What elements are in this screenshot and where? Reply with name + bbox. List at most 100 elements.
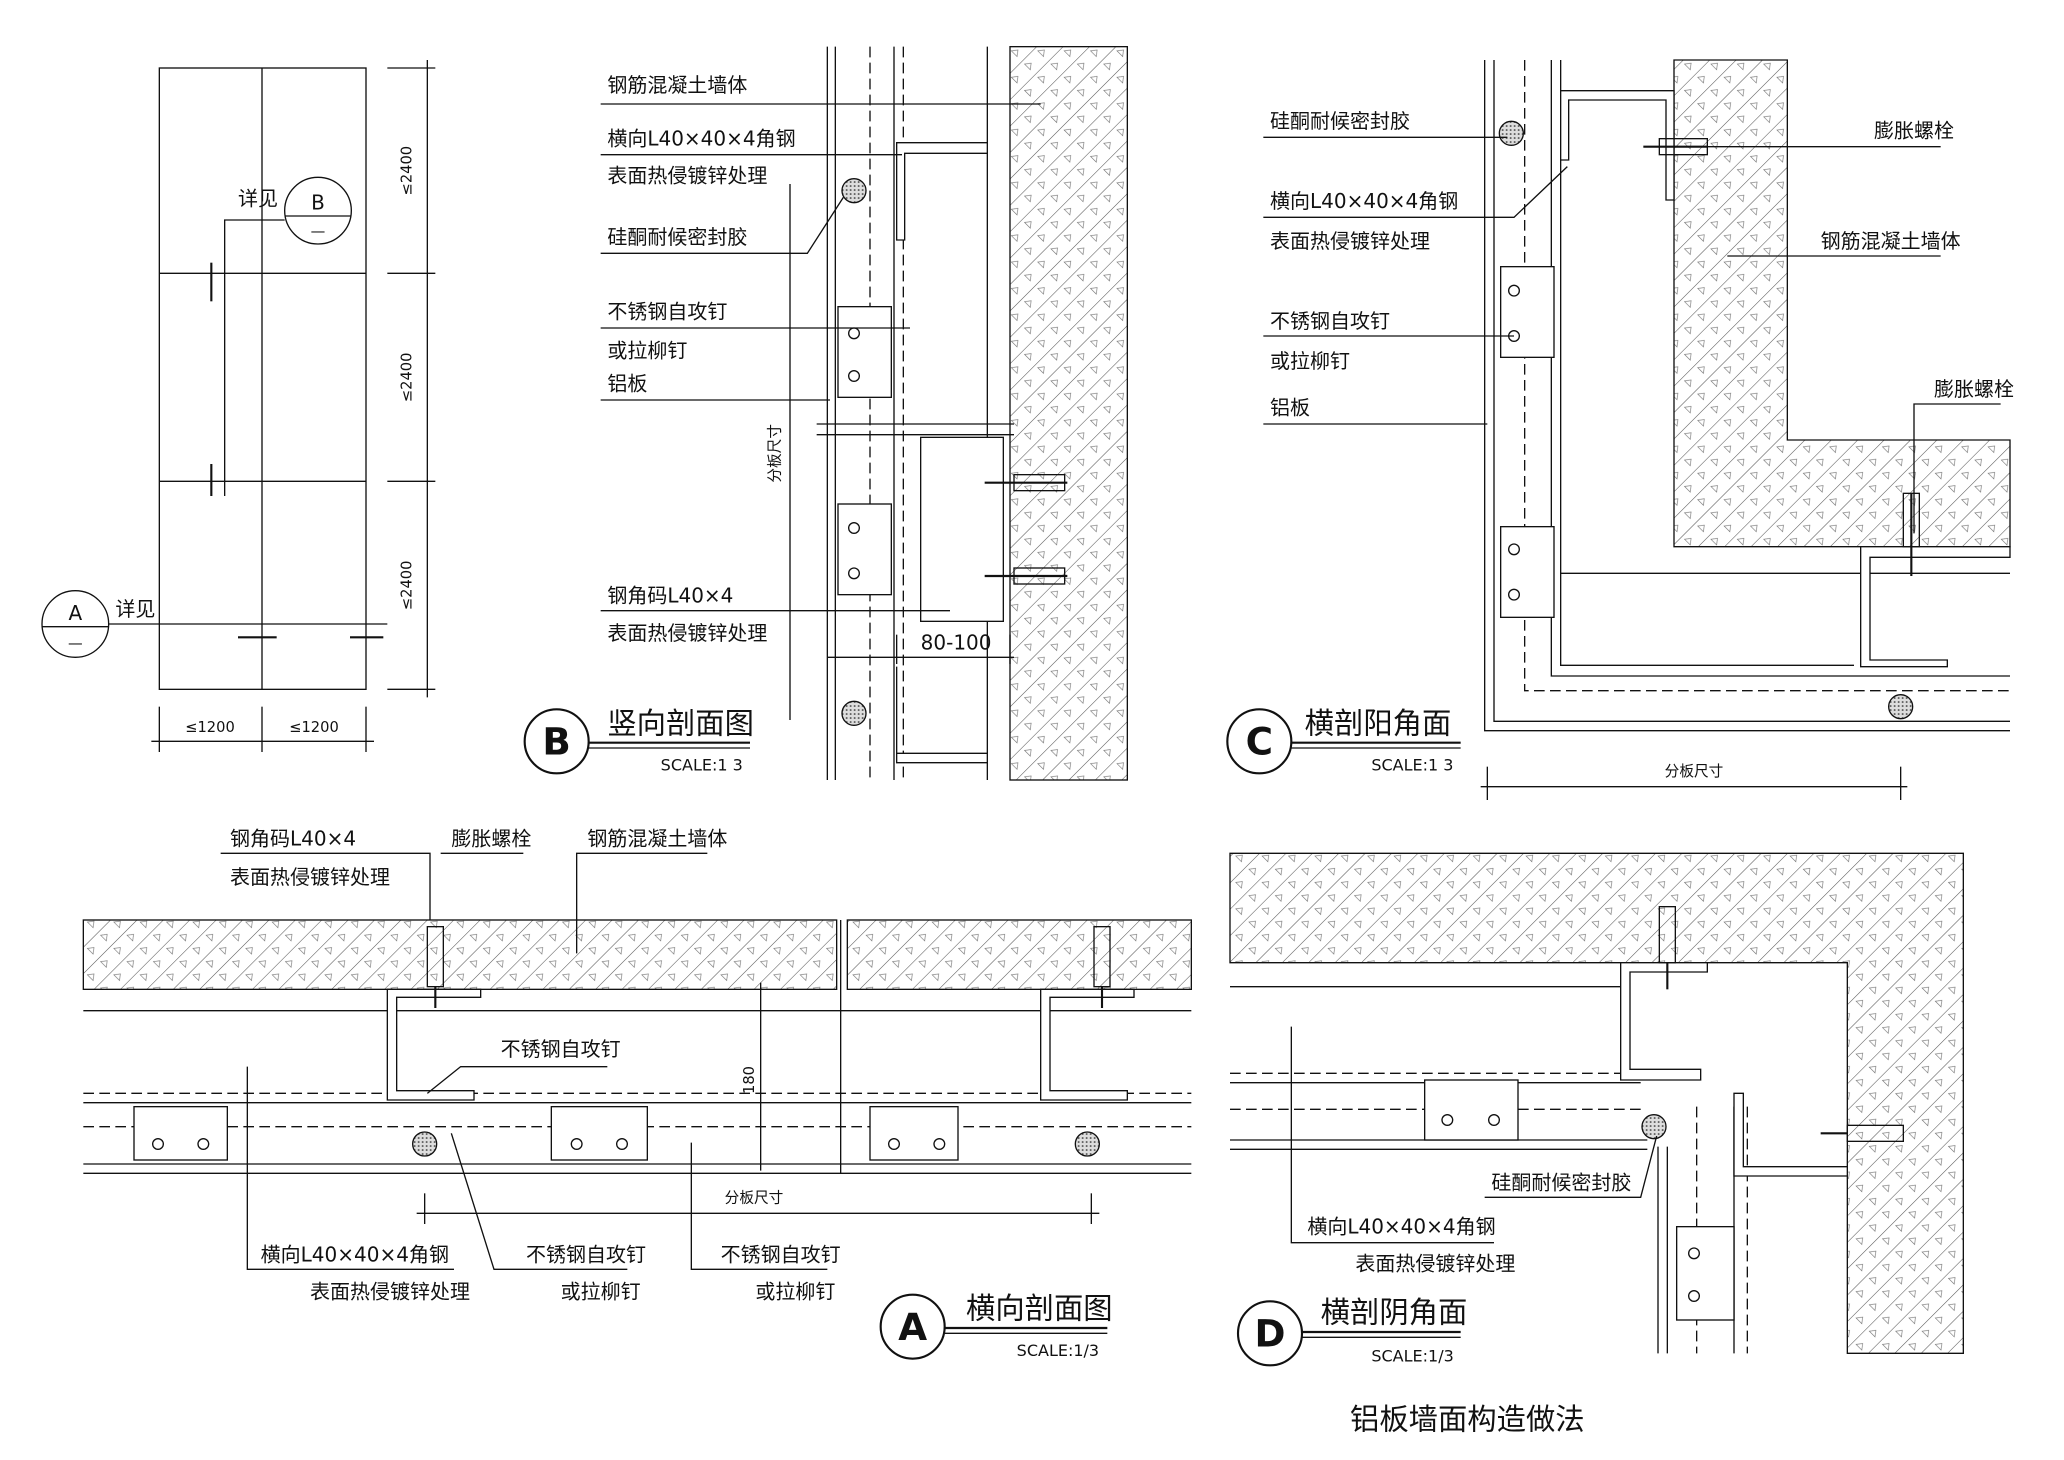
label-rivet-2: 或拉柳钉 [755,1280,835,1304]
detail-callout-b[interactable]: B — 详见 [210,176,352,496]
elevation-view: ≤2400 ≤2400 ≤2400 ≤1200 ≤1200 B — 详见 [41,60,436,752]
expansion-bolt [1902,492,1920,576]
label-bracket: 钢角码L40×4 [607,584,733,608]
label-sealant: 硅酮耐候密封胶 [1270,109,1410,133]
section-title: 横剖阳角面 [1305,706,1452,740]
label-screw-1: 不锈钢自攻钉 [526,1242,646,1266]
section-c-outer-corner: 分板尺寸 硅酮耐候密封胶 横向L40×40×4角钢 表面热侵镀锌处理 不锈钢自攻… [1226,59,2014,800]
title-letter: B [542,720,570,764]
scale-text: SCALE:1 3 [1371,756,1453,775]
steel-bracket [386,988,482,1101]
detail-callout-a[interactable]: A — 详见 [41,590,388,658]
callout-b-letter: B [311,190,325,214]
scale-text: SCALE:1 3 [661,756,743,775]
sealant-joint [1498,120,1524,146]
label-rivet-1: 或拉柳钉 [561,1280,641,1304]
label-sealant: 硅酮耐候密封胶 [1491,1170,1631,1194]
height-dim-3: ≤2400 [398,561,415,611]
title-letter: C [1246,720,1273,764]
width-dim-1: ≤1200 [185,719,235,736]
title-letter: A [898,1305,927,1349]
callout-a-text: 详见 [115,597,155,621]
label-bolt-2: 膨胀螺栓 [1934,377,2014,401]
expansion-bolt [1658,906,1676,990]
label-bracket: 钢角码L40×4 [230,826,356,850]
clip-plate [1500,266,1555,358]
sealant-joint [412,1131,438,1157]
clip-plate [869,1106,959,1161]
steel-angle-lower [895,666,988,764]
sheet-title: 铝板墙面构造做法 [1350,1402,1585,1436]
label-wall: 钢筋混凝土墙体 [607,73,747,97]
label-angle: 横向L40×40×4角钢 [1307,1214,1495,1238]
expansion-bolt [984,473,1068,492]
section-a-horizontal: 180 分板尺寸 钢角码L40×4 表面热侵镀锌处理 膨胀螺栓 钢筋混凝土墙体 … [82,826,1192,1360]
dim-panel-size: 分板尺寸 [765,424,783,483]
concrete-wall [1673,59,2011,548]
steel-angle-lower [1860,546,2011,668]
label-screw-top: 不锈钢自攻钉 [501,1037,621,1061]
callout-a-letter: A [68,601,82,625]
steel-bracket [1040,988,1135,1101]
concrete-wall [82,919,838,990]
dim-depth: 180 [741,1066,758,1094]
title-block-c: C 横剖阳角面 SCALE:1 3 [1226,706,1461,775]
label-galv: 表面热侵镀锌处理 [310,1280,470,1304]
steel-angle [1560,90,1675,201]
clip-plate [1676,1226,1735,1321]
label-sealant: 硅酮耐候密封胶 [607,225,747,249]
dim-panel-size: 分板尺寸 [1665,762,1724,780]
clip-plate [133,1106,228,1161]
label-angle: 横向L40×40×4角钢 [1270,189,1458,213]
height-dim-2: ≤2400 [398,353,415,403]
steel-angle [1620,962,1708,1081]
clip-plate [550,1106,648,1161]
clip-plate [837,306,892,398]
scale-text: SCALE:1/3 [1017,1341,1099,1360]
clip-plate [1500,526,1555,618]
title-block-d: D 横剖阴角面 SCALE:1/3 [1236,1296,1468,1367]
sealant-joint [841,178,867,204]
label-rivet: 或拉柳钉 [1270,349,1350,373]
label-screw: 不锈钢自攻钉 [1270,309,1390,333]
label-bolt-1: 膨胀螺栓 [1874,118,1954,142]
label-angle: 横向L40×40×4角钢 [261,1242,449,1266]
section-title: 横向剖面图 [966,1292,1113,1326]
scale-text: SCALE:1/3 [1371,1346,1453,1365]
label-bolt: 膨胀螺栓 [451,826,531,850]
section-title: 横剖阴角面 [1321,1296,1468,1330]
dim-gap: 80-100 [921,630,992,654]
expansion-bolt [984,567,1068,585]
label-wall: 钢筋混凝土墙体 [1821,229,1961,253]
callout-b-text: 详见 [238,186,278,210]
steel-angle [1733,1092,1848,1177]
label-screw: 不锈钢自攻钉 [607,300,727,324]
label-bracket-galv: 表面热侵镀锌处理 [607,621,767,645]
label-rivet: 或拉柳钉 [607,338,687,362]
width-dim-2: ≤1200 [289,719,339,736]
section-title: 竖向剖面图 [607,706,754,740]
title-block-b: B 竖向剖面图 SCALE:1 3 [523,706,754,775]
label-panel: 铝板 [1270,396,1310,420]
title-block-a: A 横向剖面图 SCALE:1/3 [879,1292,1113,1360]
label-galv: 表面热侵镀锌处理 [1270,229,1430,253]
title-letter: D [1255,1312,1286,1356]
height-dimension: ≤2400 ≤2400 ≤2400 [387,60,436,698]
expansion-bolt [1820,1124,1904,1142]
label-panel: 铝板 [607,372,647,396]
expansion-bolt [1093,926,1111,1008]
concrete-wall [846,919,1192,990]
steel-bracket [919,436,1004,622]
label-wall: 钢筋混凝土墙体 [587,826,727,850]
section-d-inner-corner: 硅酮耐候密封胶 横向L40×40×4角钢 表面热侵镀锌处理 D 横剖阴角面 SC… [1229,852,1964,1367]
concrete-wall [1229,852,1964,1354]
label-screw-2: 不锈钢自攻钉 [721,1242,841,1266]
clip-plate [837,503,892,596]
sealant-joint [1888,694,1914,720]
clip-plate [1424,1079,1519,1141]
sealant-joint [1074,1131,1100,1157]
section-b-vertical: 分板尺寸 80-100 钢筋混凝土墙体 横向L40×40×4角钢 表面热侵镀锌处… [523,46,1128,781]
label-galv: 表面热侵镀锌处理 [607,164,767,188]
height-dim-1: ≤2400 [398,146,415,196]
